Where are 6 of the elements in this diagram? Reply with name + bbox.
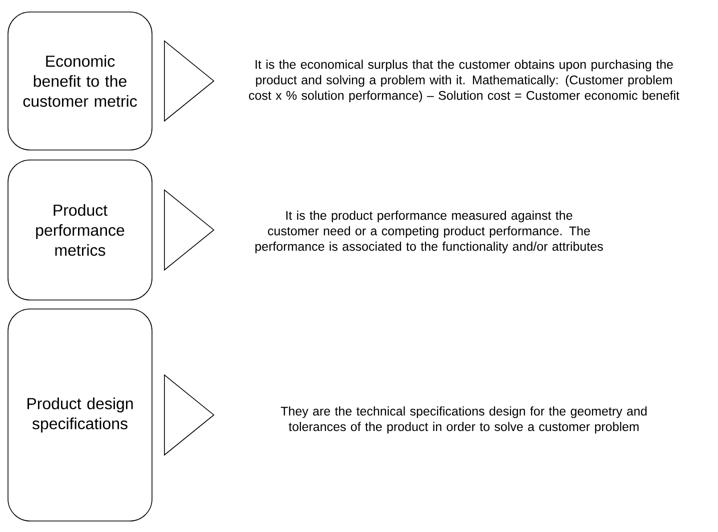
metric-box: Product performance metrics (8, 160, 152, 300)
description-text: It is the product performance measured against the customer need or a competing product performance. The performance is associated to the functionality and/or attributes (255, 210, 603, 254)
description-text: They are the technical specifications design for the geometry and tolerances of the product in order to solve a customer problem (280, 406, 647, 434)
metric-box: Economic benefit to the customer metric (8, 12, 152, 150)
metric-box: Product design specifications (8, 308, 152, 522)
description-text: It is the economical surplus that the customer obtains upon purchasing the product and solving a problem with it. Mathematically: (Customer problem cost x % solution performance) – Solution cost = Customer economic benefit (249, 60, 680, 102)
